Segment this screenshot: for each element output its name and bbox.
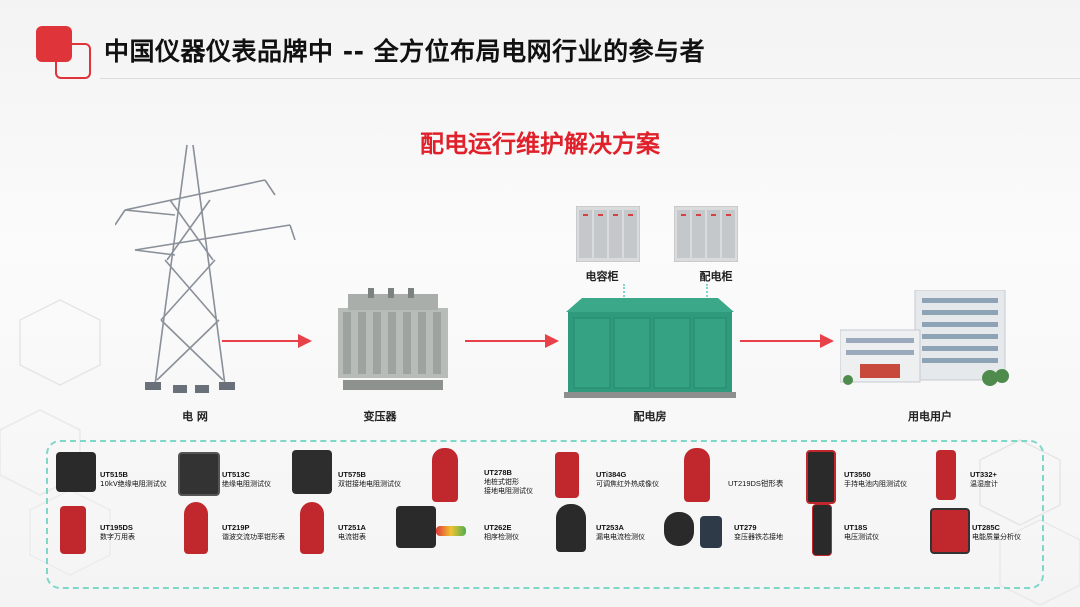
device-name: 10kV绝缘电阻测试仪	[100, 480, 167, 488]
device-image	[684, 448, 710, 502]
device-name: 谐波交流功率钳形表	[222, 533, 285, 541]
device-name: 数字万用表	[100, 533, 135, 541]
device-name: 绝缘电阻测试仪	[222, 480, 271, 488]
device-code: UT195DS	[100, 523, 133, 532]
device-name: 电流钳表	[338, 533, 366, 541]
device-image	[812, 504, 832, 556]
device-name: 地桩式钳形	[484, 478, 519, 486]
device-image	[806, 450, 836, 504]
label-transformer: 变压器	[363, 410, 397, 423]
device-image	[178, 452, 220, 496]
device-name: 漏电电流检测仪	[596, 533, 645, 541]
device-name: 温湿度计	[970, 480, 998, 488]
device-image	[556, 504, 586, 552]
device-leads	[436, 526, 466, 536]
device-image	[664, 512, 694, 546]
label-distribution-cabinet: 配电柜	[699, 270, 733, 283]
connector-right	[706, 284, 708, 300]
device-code: UT575B	[338, 470, 366, 479]
device-image	[184, 502, 208, 554]
substation-icon	[564, 298, 736, 398]
transformer-icon	[338, 288, 448, 390]
device-code: UT285C	[972, 523, 1000, 532]
connector-left	[623, 284, 625, 300]
devices-panel	[46, 440, 1044, 589]
device-image	[432, 448, 458, 502]
flow-arrow-1	[222, 334, 312, 348]
device-code: UT513C	[222, 470, 250, 479]
device-code: UT18S	[844, 523, 868, 532]
device-image	[555, 452, 579, 498]
label-substation: 配电房	[633, 410, 667, 423]
flow-arrow-2	[465, 334, 559, 348]
device-name: 电能质量分析仪	[972, 533, 1021, 541]
device-code: UT515B	[100, 470, 128, 479]
device-image	[930, 508, 970, 554]
power-tower-icon	[115, 144, 296, 393]
device-name: 电压测试仪	[844, 533, 879, 541]
title-divider	[100, 78, 1080, 79]
device-code: UT219P	[222, 523, 250, 532]
label-user: 用电用户	[908, 410, 952, 423]
device-image-meter	[700, 516, 722, 548]
logo-square-outline	[55, 43, 91, 79]
capacitor-cabinet-icon	[576, 206, 640, 262]
device-name: 手持电池内阻测试仪	[844, 480, 907, 488]
device-image	[396, 506, 436, 548]
device-name: 可调焦红外热成像仪	[596, 480, 659, 488]
device-name: 相序检测仪	[484, 533, 519, 541]
device-code: UTi384G	[596, 470, 627, 479]
section-subtitle: 配电运行维护解决方案	[420, 130, 660, 158]
device-code: UT262E	[484, 523, 512, 532]
device-code: UT332+	[970, 470, 997, 479]
device-image	[56, 452, 96, 492]
label-grid: 电 网	[182, 410, 208, 423]
device-name: 变压器铁芯接地	[734, 533, 783, 541]
device-code: UT278B	[484, 468, 512, 477]
device-code: UT219DS钳形表	[728, 479, 784, 488]
device-image	[60, 506, 86, 554]
page-title: 中国仪器仪表品牌中 -- 全方位布局电网行业的参与者	[104, 37, 706, 66]
building-icon	[840, 290, 1009, 386]
device-image	[292, 450, 332, 494]
device-code: UT3550	[844, 470, 871, 479]
device-code: UT253A	[596, 523, 624, 532]
device-name: 双钳接地电阻测试仪	[338, 480, 401, 488]
device-code: UT251A	[338, 523, 366, 532]
flow-arrow-3	[740, 334, 834, 348]
device-image	[936, 450, 956, 500]
label-capacitor-cabinet: 电容柜	[585, 270, 619, 283]
device-image	[300, 502, 324, 554]
distribution-cabinet-icon	[674, 206, 738, 262]
device-name-line2: 接地电阻测试仪	[484, 487, 533, 495]
device-code: UT279	[734, 523, 757, 532]
